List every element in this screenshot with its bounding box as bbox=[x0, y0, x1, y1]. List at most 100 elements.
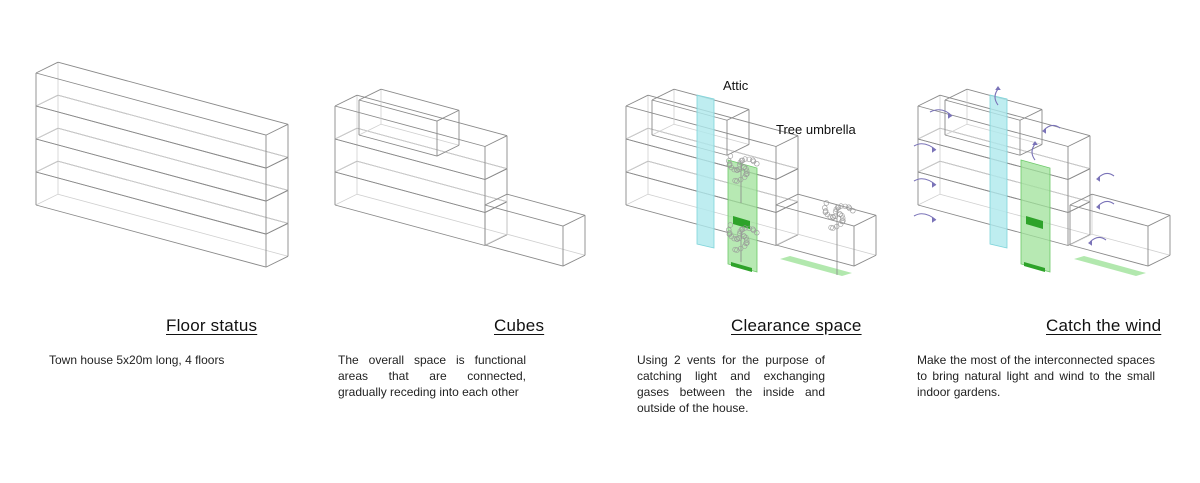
wind-arrow-up-garden bbox=[1031, 143, 1036, 161]
tree-upper-leaf bbox=[734, 167, 740, 173]
attic-vent bbox=[696, 94, 715, 249]
wind-arrow-left-3 bbox=[913, 213, 937, 221]
floor-status-block-floor-1 bbox=[35, 160, 289, 268]
cubes-low-edge bbox=[484, 244, 564, 267]
tree-upper-leaf bbox=[732, 177, 738, 184]
tree-umbrella-leaf bbox=[824, 211, 831, 218]
tree-upper-leaf bbox=[754, 161, 760, 167]
tree-umbrella-leaf bbox=[823, 200, 830, 206]
tree-lower-leaf bbox=[728, 233, 735, 240]
tree-umbrella-leaf bbox=[828, 224, 834, 231]
cubes-main-floor-3 bbox=[334, 94, 508, 180]
floor-status-block-floor-2-edge bbox=[35, 160, 59, 173]
wind-top-edge bbox=[944, 99, 1021, 121]
wind-low-edge bbox=[1069, 204, 1149, 227]
tree-umbrella-leaf bbox=[842, 203, 848, 210]
wind-top-edge bbox=[1019, 109, 1043, 121]
cubes-top-edge bbox=[358, 88, 382, 101]
tree-umbrella-leaf bbox=[833, 223, 840, 230]
tree-umbrella-leaf bbox=[846, 205, 853, 212]
wind-arrow-right-4 bbox=[1089, 236, 1107, 243]
cubes-main-floor-2-edge bbox=[484, 201, 508, 213]
wind-low-edge bbox=[1069, 193, 1093, 206]
wind-arrowhead-up-garden bbox=[1032, 141, 1038, 145]
panel-title-floor-status: Floor status bbox=[166, 316, 258, 335]
tree-lower-leaf bbox=[741, 233, 747, 240]
tree-upper-leaf bbox=[743, 168, 750, 174]
clearance-main-floor-3-edge bbox=[625, 127, 649, 140]
floor-status-block-floor-3-edge bbox=[265, 189, 289, 202]
wind-garden-base bbox=[1024, 262, 1045, 272]
cubes-main-floor-3-edge bbox=[334, 94, 358, 107]
cubes-top-edge bbox=[358, 134, 438, 157]
wind-garden-mid bbox=[1026, 216, 1043, 229]
tree-lower-leaf bbox=[726, 230, 733, 236]
wind-arrow-right-1 bbox=[1043, 124, 1061, 131]
tree-umbrella-leaf bbox=[830, 214, 836, 220]
floor-status-block-floor-4-edge bbox=[35, 61, 59, 74]
tree-umbrella-leaf bbox=[822, 205, 828, 211]
tree-upper-leaf bbox=[727, 153, 734, 159]
tree-lower-leaf bbox=[739, 226, 746, 233]
tree-umbrella-leaf bbox=[832, 213, 838, 219]
cubes-low-edge bbox=[506, 233, 586, 256]
wind-top-edge bbox=[944, 123, 968, 136]
tree-lower-leaf bbox=[750, 227, 757, 234]
clearance-main-floor-2-edge bbox=[647, 160, 799, 203]
wind-arrow-up-vent bbox=[994, 88, 999, 106]
tree-lower-leaf bbox=[750, 226, 756, 232]
wind-arrow-left-1 bbox=[913, 143, 937, 151]
cubes-top-edge bbox=[380, 123, 460, 146]
wind-arrow-right-3 bbox=[1097, 200, 1115, 207]
clearance-top bbox=[651, 88, 750, 156]
floor-status-block-floor-3 bbox=[35, 94, 289, 202]
wind-main-floor-3-edge bbox=[917, 127, 941, 140]
cubes-main-floor-1-edge bbox=[334, 204, 486, 246]
floor-status-block-floor-2 bbox=[35, 127, 289, 235]
wind-arrowhead-right-2 bbox=[1096, 176, 1100, 182]
cubes-main-floor-1-edge bbox=[356, 193, 508, 236]
wind-arrowhead-top-left bbox=[948, 113, 952, 119]
floor-status-block-floor-1-edge bbox=[57, 193, 289, 257]
clearance-main-floor-3-edge bbox=[647, 94, 799, 137]
cubes-low bbox=[484, 193, 586, 267]
cubes-low-edge bbox=[484, 204, 564, 227]
wind-main-floor-1-edge bbox=[939, 193, 1091, 236]
tree-lower-leaf bbox=[732, 246, 738, 253]
wind-main-floor-3-edge bbox=[939, 127, 1091, 170]
clearance-main-floor-1-edge bbox=[625, 193, 649, 206]
wind-main-floor-3-edge bbox=[1067, 168, 1091, 180]
ground-garden bbox=[780, 256, 852, 276]
wind-arrowhead-right-1 bbox=[1042, 128, 1046, 134]
clearance-top-edge bbox=[651, 99, 728, 121]
clearance-top-edge bbox=[651, 134, 728, 156]
tree-umbrella-leaf bbox=[837, 211, 843, 218]
wind-arrow-top-left bbox=[929, 109, 953, 117]
floor-status-block-floor-4 bbox=[35, 61, 289, 169]
cubes-main-floor-1-edge bbox=[484, 234, 508, 246]
floor-status-block-floor-4-edge bbox=[57, 94, 289, 158]
clearance-low-edge bbox=[775, 193, 799, 206]
tree-lower-leaf bbox=[726, 227, 732, 233]
cubes-top-edge bbox=[436, 144, 460, 157]
floor-status-block-floor-2-edge bbox=[57, 160, 289, 224]
tree-lower-leaf bbox=[734, 236, 740, 242]
tree-umbrella-leaf bbox=[837, 221, 844, 227]
cubes-low-edge bbox=[562, 254, 586, 267]
wind-arrowhead-right-4 bbox=[1088, 240, 1092, 246]
floor-status-block-floor-2-edge bbox=[35, 171, 267, 235]
tree-upper-leaf bbox=[750, 157, 756, 163]
cubes-top-edge bbox=[358, 99, 438, 122]
floor-status-block-floor-4-edge bbox=[35, 94, 59, 107]
wind-arrow-left-2 bbox=[913, 178, 937, 186]
clearance-main-floor-2-edge bbox=[775, 201, 799, 213]
wind-main-floor-2-edge bbox=[939, 160, 1091, 203]
cubes-main-floor-1 bbox=[334, 160, 508, 246]
clearance-top-edge bbox=[651, 123, 675, 136]
cubes-main-floor-3-edge bbox=[484, 135, 508, 147]
tree-umbrella-leaf bbox=[835, 204, 842, 211]
wind-arrowhead-up-vent bbox=[995, 86, 1001, 90]
cubes-top-edge bbox=[436, 109, 460, 122]
tree-upper-leaf bbox=[746, 156, 752, 163]
